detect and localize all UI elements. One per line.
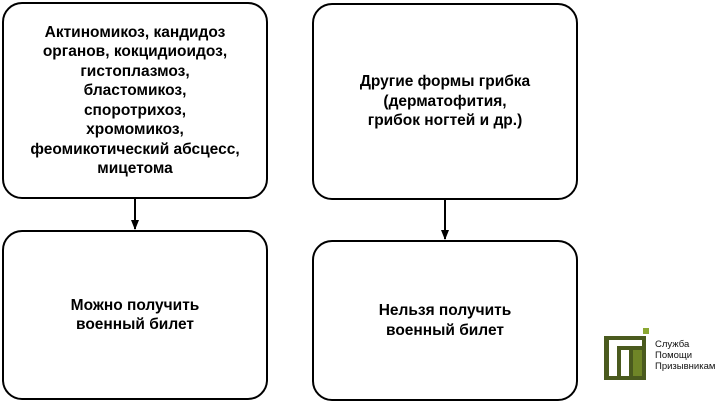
box-other-fungus-text: Другие формы грибка (дерматофития, грибо… — [360, 72, 530, 131]
box-other-fungus: Другие формы грибка (дерматофития, грибо… — [312, 3, 578, 200]
text-line: феомикотический абсцесс, — [30, 140, 240, 158]
logo-dot — [643, 328, 649, 334]
logo-text: Служба Помощи Призывникам — [655, 339, 715, 372]
logo-text-line: Помощи — [655, 350, 693, 361]
box-cannot-get-id: Нельзя получить военный билет — [312, 240, 578, 401]
logo-icon — [604, 328, 649, 380]
text-line: бластомикоз, — [83, 82, 187, 99]
box-can-get-id-text: Можно получить военный билет — [71, 296, 200, 335]
text-line: хромомикоз, — [86, 121, 184, 138]
logo-text-line: Призывникам — [655, 361, 716, 372]
box-severe-mycoses-text: Актиномикоз, кандидоз органов, кокцидиои… — [30, 23, 239, 179]
logo-text-line: Служба — [655, 339, 690, 350]
text-line: грибок ногтей и др.) — [367, 112, 523, 130]
text-line: Другие формы грибка — [359, 73, 531, 91]
text-line: (дерматофития, — [383, 92, 507, 110]
box-can-get-id: Можно получить военный билет — [2, 230, 268, 400]
logo-inner-top — [609, 340, 642, 346]
text-line: мицетома — [97, 160, 173, 177]
text-line: Нельзя получить — [378, 302, 512, 319]
box-cannot-get-id-text: Нельзя получить военный билет — [379, 301, 512, 340]
text-line: органов, кокцидиоидоз, — [42, 43, 228, 60]
box-severe-mycoses: Актиномикоз, кандидоз органов, кокцидиои… — [2, 2, 268, 199]
logo-inner-mid — [621, 350, 629, 376]
text-line: военный билет — [76, 316, 194, 333]
text-line: Актиномикоз, кандидоз — [44, 23, 226, 41]
text-line: Можно получить — [70, 296, 200, 314]
text-line: военный билет — [386, 321, 504, 339]
logo-inner-left — [609, 346, 617, 376]
text-line: споротрихоз, — [83, 101, 187, 119]
logo-accent — [633, 350, 642, 376]
text-line: гистоплазмоз, — [80, 62, 190, 80]
